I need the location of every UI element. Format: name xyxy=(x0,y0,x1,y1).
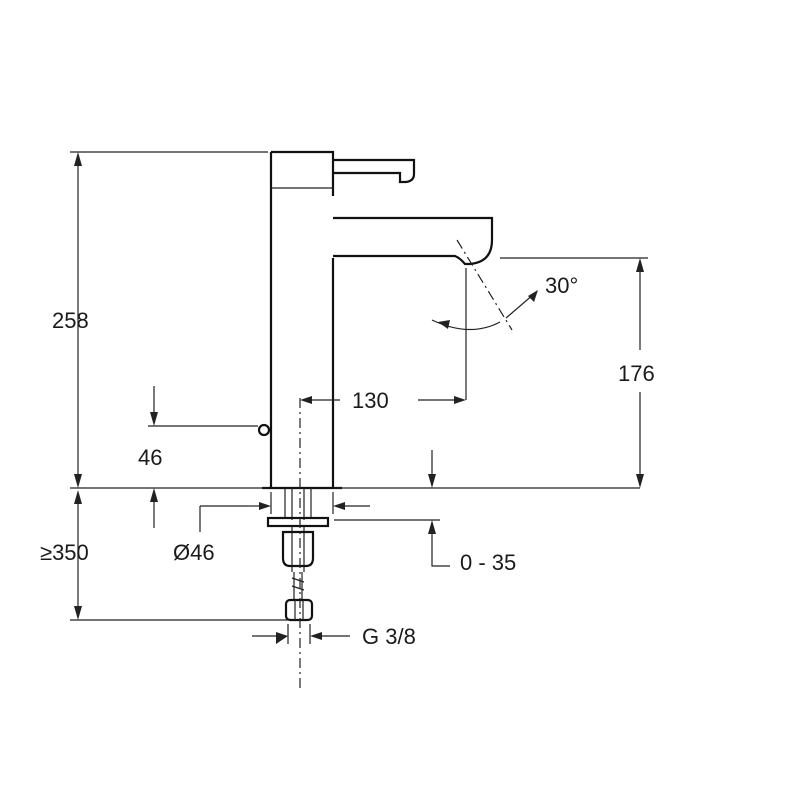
faucet-body xyxy=(257,150,494,488)
dim-button-height: 46 xyxy=(138,386,258,528)
label-176: 176 xyxy=(618,361,655,386)
label-130: 130 xyxy=(352,388,389,413)
pop-up-knob xyxy=(257,423,271,437)
dim-reach: 130 xyxy=(300,388,466,413)
dim-base-diameter: Ø46 xyxy=(173,492,370,565)
dim-connection: G 3/8 xyxy=(252,624,416,649)
base-fixing xyxy=(262,486,342,622)
dim-spout-height: 176 xyxy=(500,257,655,488)
label-30-deg: 30° xyxy=(545,273,578,298)
label-46: 46 xyxy=(138,445,162,470)
label-dia-46: Ø46 xyxy=(173,540,215,565)
label-350: ≥350 xyxy=(40,540,89,565)
dim-total-height: 258 xyxy=(52,151,268,489)
label-g-3-8: G 3/8 xyxy=(362,624,416,649)
center-lines xyxy=(299,239,513,690)
dim-min-distance: ≥350 xyxy=(40,490,288,621)
dim-deck-thickness: 0 - 35 xyxy=(334,450,640,575)
label-0-35: 0 - 35 xyxy=(460,550,516,575)
label-258: 258 xyxy=(52,308,89,333)
dim-swivel-angle: 30° xyxy=(431,273,578,331)
